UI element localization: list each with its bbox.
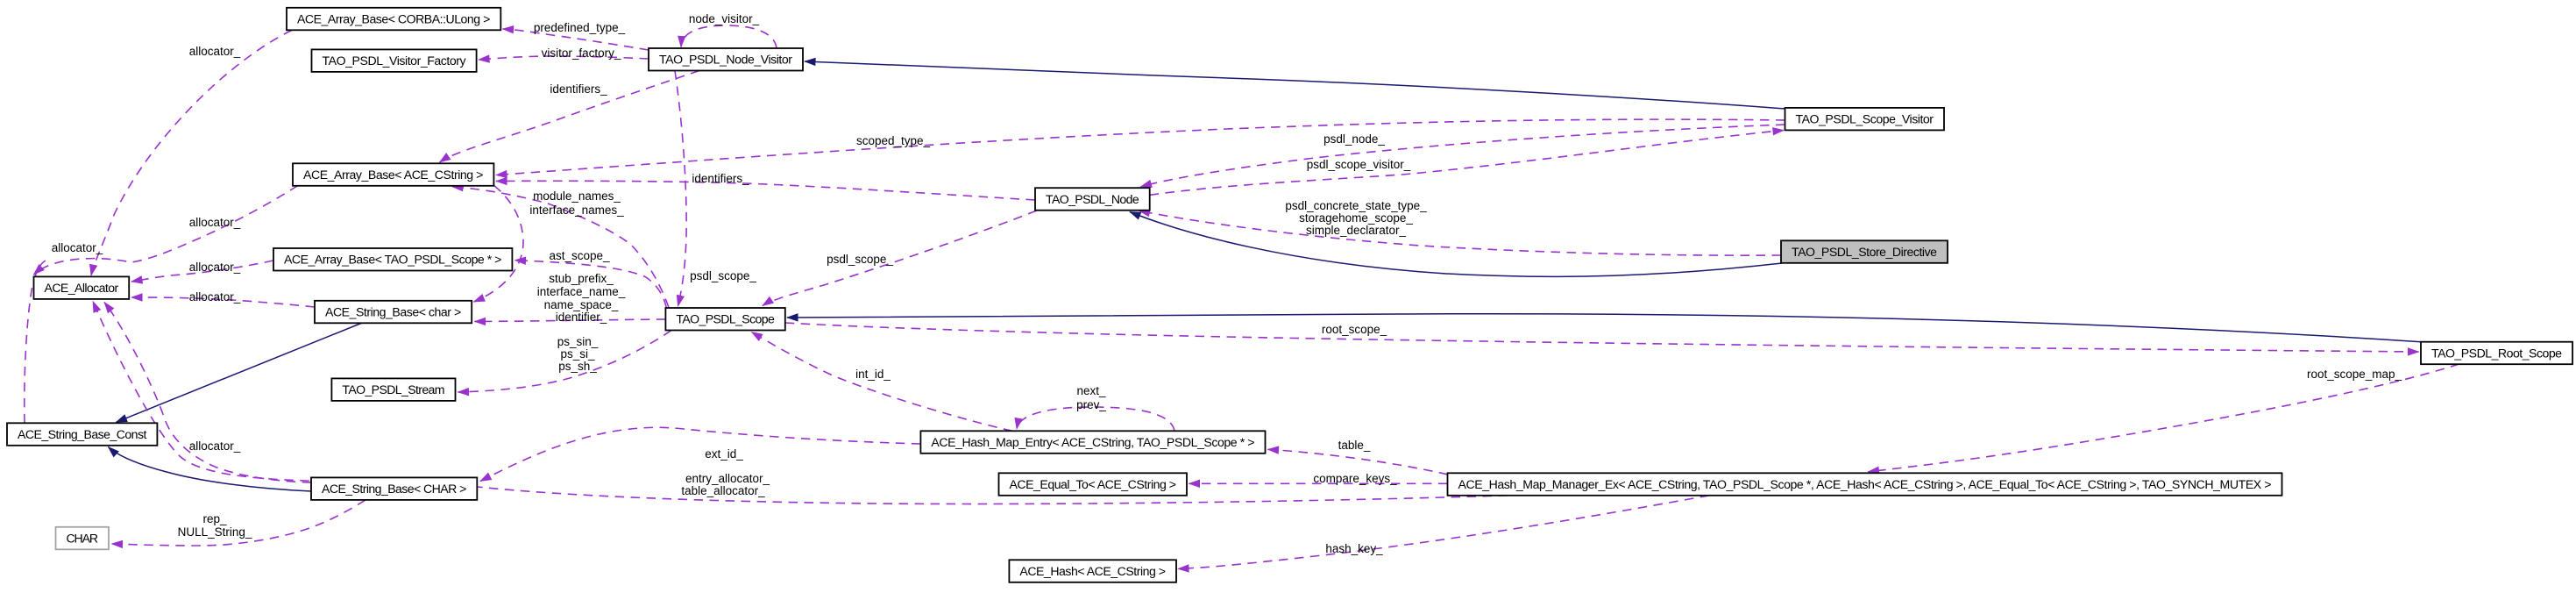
svg-text:interface_name_: interface_name_ xyxy=(537,285,626,298)
svg-text:psdl_concrete_state_type_: psdl_concrete_state_type_ xyxy=(1285,199,1427,212)
svg-text:hash_key_: hash_key_ xyxy=(1325,542,1383,555)
svg-text:ext_id_: ext_id_ xyxy=(705,447,743,461)
svg-text:NULL_String_: NULL_String_ xyxy=(178,525,252,539)
svg-text:table_allocator_: table_allocator_ xyxy=(681,484,765,497)
svg-text:compare_keys_: compare_keys_ xyxy=(1313,472,1397,485)
svg-text:ACE_String_Base_Const: ACE_String_Base_Const xyxy=(18,427,146,441)
svg-text:TAO_PSDL_Node: TAO_PSDL_Node xyxy=(1046,192,1139,206)
svg-text:ACE_Array_Base< TAO_PSDL_Scope: ACE_Array_Base< TAO_PSDL_Scope * > xyxy=(284,253,501,267)
svg-text:CHAR: CHAR xyxy=(67,531,99,545)
svg-text:root_scope_map_: root_scope_map_ xyxy=(2307,368,2402,381)
svg-text:TAO_PSDL_Visitor_Factory: TAO_PSDL_Visitor_Factory xyxy=(323,54,467,68)
svg-text:prev_: prev_ xyxy=(1076,398,1106,411)
svg-text:TAO_PSDL_Scope_Visitor: TAO_PSDL_Scope_Visitor xyxy=(1796,111,1934,125)
svg-text:allocator_: allocator_ xyxy=(52,241,103,254)
svg-text:allocator_: allocator_ xyxy=(189,216,241,229)
svg-text:module_names_: module_names_ xyxy=(533,189,621,203)
svg-text:predefined_type_: predefined_type_ xyxy=(534,21,626,34)
svg-text:ACE_Hash< ACE_CString >: ACE_Hash< ACE_CString > xyxy=(1019,564,1166,578)
svg-text:allocator_: allocator_ xyxy=(189,261,241,274)
svg-text:table_: table_ xyxy=(1338,439,1371,452)
svg-text:allocator_: allocator_ xyxy=(189,290,241,304)
svg-text:psdl_scope_: psdl_scope_ xyxy=(827,253,893,266)
svg-text:ACE_Allocator: ACE_Allocator xyxy=(45,281,119,295)
svg-text:simple_declarator_: simple_declarator_ xyxy=(1306,224,1407,237)
svg-text:ps_sin_: ps_sin_ xyxy=(557,335,599,348)
svg-text:psdl_scope_visitor_: psdl_scope_visitor_ xyxy=(1307,158,1411,171)
svg-text:rep_: rep_ xyxy=(202,512,227,525)
svg-text:TAO_PSDL_Root_Scope: TAO_PSDL_Root_Scope xyxy=(2431,346,2562,360)
svg-text:stub_prefix_: stub_prefix_ xyxy=(549,272,614,285)
svg-text:node_visitor_: node_visitor_ xyxy=(689,12,760,25)
svg-text:storagehome_scope_: storagehome_scope_ xyxy=(1299,211,1413,225)
svg-text:TAO_PSDL_Stream: TAO_PSDL_Stream xyxy=(342,382,444,396)
svg-text:allocator_: allocator_ xyxy=(189,439,241,453)
svg-text:int_id_: int_id_ xyxy=(855,368,891,381)
svg-text:ast_scope_: ast_scope_ xyxy=(549,249,610,262)
svg-text:ps_sh_: ps_sh_ xyxy=(558,360,597,373)
svg-text:entry_allocator_: entry_allocator_ xyxy=(685,472,770,485)
svg-text:name_space_: name_space_ xyxy=(544,298,619,311)
svg-text:TAO_PSDL_Store_Directive: TAO_PSDL_Store_Directive xyxy=(1792,245,1937,259)
svg-text:identifiers_: identifiers_ xyxy=(692,172,749,185)
svg-text:allocator_: allocator_ xyxy=(189,45,241,58)
svg-text:root_scope_: root_scope_ xyxy=(1322,323,1387,336)
svg-text:ps_si_: ps_si_ xyxy=(560,347,595,361)
svg-text:interface_names_: interface_names_ xyxy=(529,204,624,217)
svg-text:ACE_Hash_Map_Entry< ACE_CStrin: ACE_Hash_Map_Entry< ACE_CString, TAO_PSD… xyxy=(931,435,1254,449)
svg-text:TAO_PSDL_Node_Visitor: TAO_PSDL_Node_Visitor xyxy=(659,53,792,67)
svg-text:ACE_String_Base< char >: ACE_String_Base< char > xyxy=(325,304,461,318)
svg-text:ACE_Array_Base< ACE_CString >: ACE_Array_Base< ACE_CString > xyxy=(303,168,483,182)
svg-text:TAO_PSDL_Scope: TAO_PSDL_Scope xyxy=(676,312,775,326)
svg-text:ACE_Equal_To< ACE_CString >: ACE_Equal_To< ACE_CString > xyxy=(1010,477,1177,491)
svg-text:visitor_factory_: visitor_factory_ xyxy=(542,46,621,60)
svg-text:next_: next_ xyxy=(1076,384,1106,397)
svg-text:ACE_Array_Base< CORBA::ULong >: ACE_Array_Base< CORBA::ULong > xyxy=(297,11,490,25)
svg-text:identifiers_: identifiers_ xyxy=(550,82,607,96)
svg-text:ACE_Hash_Map_Manager_Ex< ACE_C: ACE_Hash_Map_Manager_Ex< ACE_CString, TA… xyxy=(1458,477,2272,491)
svg-text:ACE_String_Base< CHAR >: ACE_String_Base< CHAR > xyxy=(322,482,466,496)
svg-text:scoped_type_: scoped_type_ xyxy=(856,134,931,147)
svg-text:psdl_node_: psdl_node_ xyxy=(1323,132,1385,146)
svg-text:identifier_: identifier_ xyxy=(556,311,607,324)
svg-text:psdl_scope_: psdl_scope_ xyxy=(690,269,756,282)
